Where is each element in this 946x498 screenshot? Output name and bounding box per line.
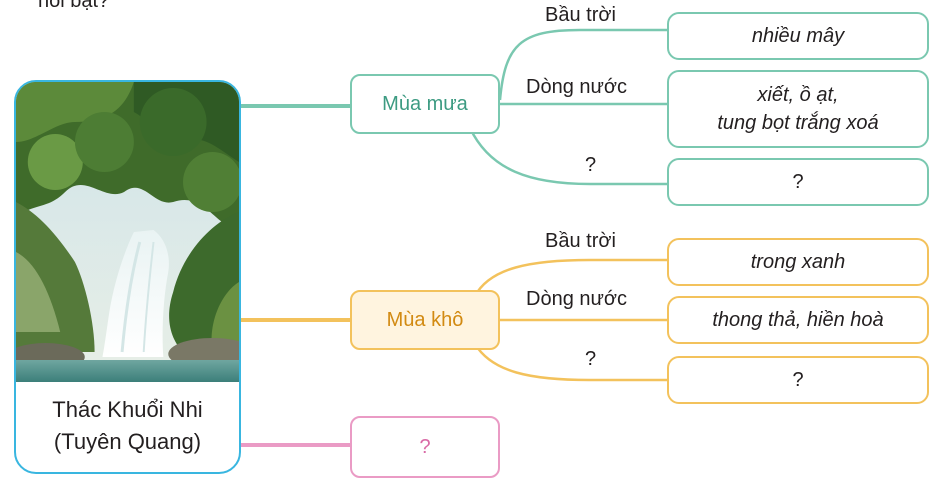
link-dry-other: [473, 343, 668, 382]
label-dry-water: Dòng nước: [526, 288, 627, 310]
label-rain-other: ?: [585, 154, 597, 176]
node-dry-season: Mùa khô: [350, 290, 500, 350]
label-rain-water: Dòng nước: [526, 76, 627, 98]
leaf-rain-water: xiết, ồ ạt, tung bọt trắng xoá: [667, 70, 929, 148]
caption-place: Thác Khuổi Nhi: [52, 397, 203, 422]
leaf-dry-other: ?: [667, 356, 929, 404]
node-unknown-season: ?: [350, 416, 500, 478]
leaf-dry-water: thong thả, hiền hoà: [667, 296, 929, 344]
node-rainy-season: Mùa mưa: [350, 74, 500, 134]
question-fragment: nổi bật?: [38, 0, 110, 12]
photo-card: Thác Khuổi Nhi (Tuyên Quang): [14, 80, 241, 474]
label-rain-sky: Bầu trời: [545, 4, 616, 26]
label-dry-sky: Bầu trời: [545, 230, 616, 252]
leaf-dry-sky: trong xanh: [667, 238, 929, 286]
leaf-rain-sky: nhiều mây: [667, 12, 929, 60]
link-dry-sky: [473, 258, 668, 297]
leaf-rain-other: ?: [667, 158, 929, 206]
label-dry-other: ?: [585, 348, 597, 370]
link-rain-sky: [498, 28, 668, 101]
caption-province: (Tuyên Quang): [53, 429, 202, 454]
photo-caption: Thác Khuổi Nhi (Tuyên Quang): [16, 382, 239, 472]
waterfall-photo: [16, 82, 239, 382]
link-rain-other: [468, 127, 668, 186]
